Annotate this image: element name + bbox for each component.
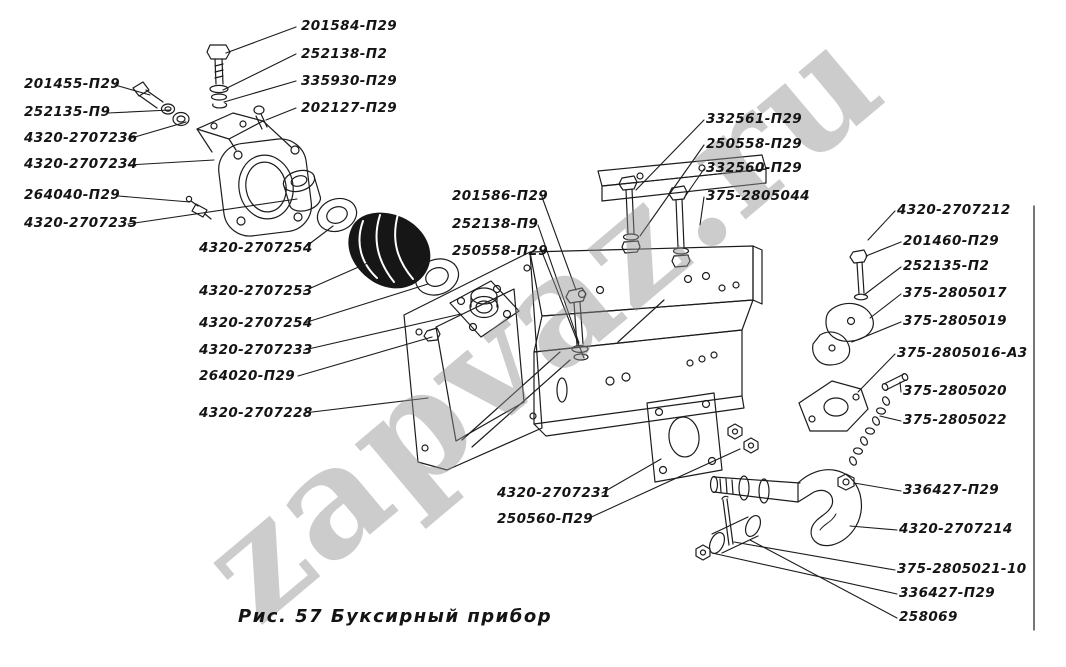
part-label: 332561-П29 xyxy=(706,111,803,127)
leader-lines xyxy=(107,26,902,619)
hook-nut-drawing xyxy=(837,473,855,491)
latch-assembly-drawing xyxy=(798,249,874,432)
part-label: 4320-2707231 xyxy=(497,485,611,501)
ring1-drawing xyxy=(316,197,358,233)
part-label: 4320-2707254 xyxy=(199,240,313,256)
part-label: 202127-П29 xyxy=(301,100,398,116)
part-label: 4320-2707214 xyxy=(899,521,1013,537)
part-label: 336427-П29 xyxy=(903,482,1000,498)
part-label: 375-2805019 xyxy=(903,313,1007,329)
part-label: 336427-П29 xyxy=(899,585,996,601)
part-label: 375-2805021-10 xyxy=(897,561,1027,577)
part-label: 335930-П29 xyxy=(301,73,398,89)
part-label: 250558-П29 xyxy=(706,136,803,152)
part-label: 375-2805017 xyxy=(903,285,1007,301)
part-label: 4320-2707254 xyxy=(199,315,313,331)
part-label: 4320-2707235 xyxy=(24,215,138,231)
part-label: 4320-2707236 xyxy=(24,130,138,146)
part-label: 375-2805022 xyxy=(903,412,1007,428)
cap-drawing xyxy=(282,169,322,212)
part-label: 252135-П2 xyxy=(903,258,990,274)
lower-nut-drawing xyxy=(695,544,711,561)
hook-drawing xyxy=(709,469,862,547)
ring2-drawing xyxy=(414,258,460,296)
part-label: 4320-2707212 xyxy=(897,202,1011,218)
part-label: 201584-П29 xyxy=(301,18,398,34)
housing-drawing xyxy=(196,112,313,237)
safety-pin-drawing xyxy=(721,495,734,546)
part-label: 4320-2707228 xyxy=(199,405,313,421)
part-label: 250558-П29 xyxy=(452,243,549,259)
top-bolt-drawing xyxy=(206,44,231,109)
part-label: 201455-П29 xyxy=(24,76,121,92)
part-label: 332560-П29 xyxy=(706,160,803,176)
rubber-buffer-drawing xyxy=(348,212,431,289)
part-label: 264020-П29 xyxy=(199,368,296,384)
top-bracket-drawing xyxy=(597,154,767,268)
part-label: 201586-П29 xyxy=(452,188,549,204)
part-label: 4320-2707253 xyxy=(199,283,313,299)
figure-caption: Рис. 57 Буксирный прибор xyxy=(238,606,553,627)
part-label: 250560-П29 xyxy=(497,511,594,527)
rear-plate-drawing xyxy=(646,392,759,483)
grease-fitting-drawing xyxy=(185,195,212,220)
part-label: 201460-П29 xyxy=(903,233,1000,249)
chain-drawing xyxy=(848,396,891,466)
part-label: 264040-П29 xyxy=(24,187,121,203)
part-label: 252135-П9 xyxy=(24,104,111,120)
axis-pin-drawing xyxy=(881,372,909,392)
part-label: 375-2805020 xyxy=(903,383,1007,399)
part-label: 4320-2707234 xyxy=(24,156,138,172)
part-label: 4320-2707233 xyxy=(199,342,313,358)
part-label: 375-2805044 xyxy=(706,188,810,204)
left-bolt-drawing xyxy=(132,81,190,127)
part-label: 375-2805016-А3 xyxy=(897,345,1028,361)
part-label: 252138-П9 xyxy=(452,216,539,232)
part-label: 252138-П2 xyxy=(301,46,388,62)
part-label: 258069 xyxy=(899,609,958,625)
